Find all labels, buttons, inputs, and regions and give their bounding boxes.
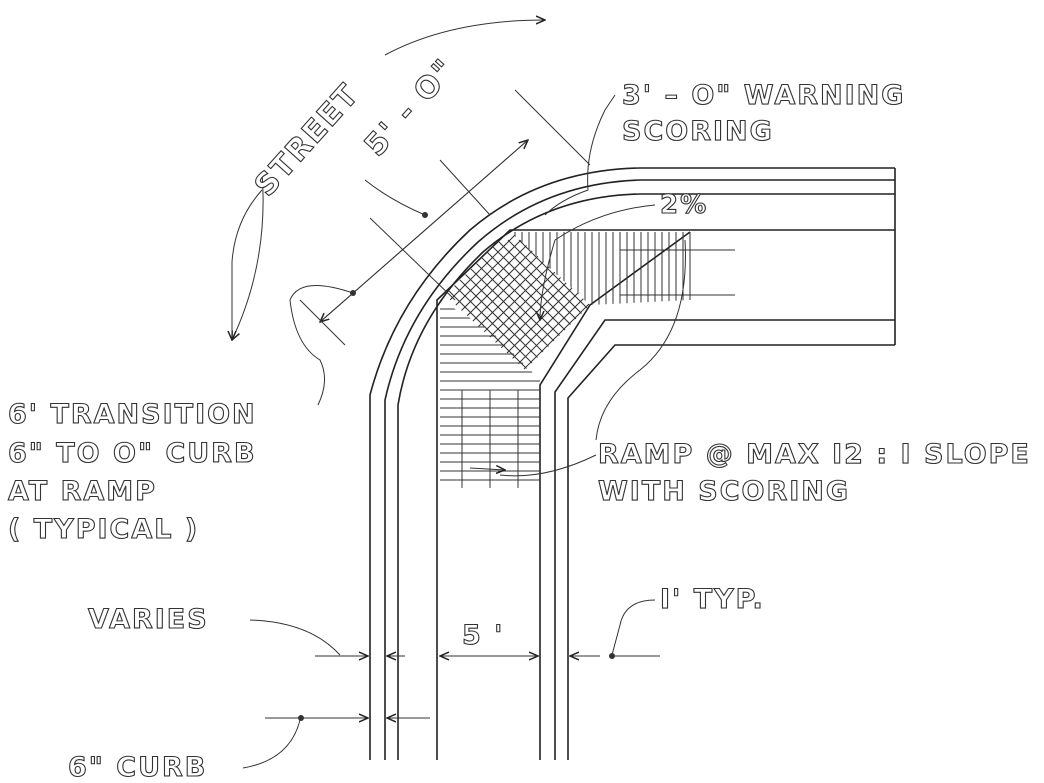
warning-scoring-line [445, 230, 590, 370]
label-typical-1ft: I' TYP. [660, 584, 765, 615]
warning-scoring-line [485, 239, 590, 370]
warning-scoring-line [445, 230, 538, 370]
label-6in-curb: 6" CURB [68, 752, 207, 783]
label-transition-line4: ( TYPICAL ) [8, 514, 199, 545]
warning-scoring-line [445, 230, 590, 370]
label-transition-line3: AT RAMP [8, 476, 157, 507]
warning-scoring-line [507, 239, 590, 370]
warning-scoring-line [445, 239, 590, 370]
warning-scoring-line [445, 230, 472, 370]
bottom-dimensions [265, 656, 660, 718]
label-transition-line1: 6' TRANSITION [8, 399, 257, 430]
warning-scoring-line [474, 239, 590, 370]
street-direction-arrow [232, 20, 545, 340]
label-slope-2-percent: 2% [660, 190, 708, 220]
warning-scoring-line [445, 230, 571, 370]
warning-scoring-line [445, 239, 463, 370]
leaders [242, 94, 686, 769]
warning-scoring-line [445, 230, 527, 370]
warning-scoring-line [445, 230, 582, 370]
warning-scoring-line [445, 230, 590, 370]
label-warning-line2: SCORING [622, 116, 774, 147]
label-dimension-5-0: 5' - O" [358, 52, 463, 164]
dimension-5-0 [299, 89, 591, 346]
warning-scoring-line [450, 230, 590, 370]
warning-scoring-line [538, 230, 590, 370]
warning-scoring-line [445, 230, 590, 370]
warning-scoring-line [461, 230, 590, 370]
warning-scoring-line [445, 230, 483, 370]
warning-scoring-line [445, 230, 590, 370]
warning-scoring-line [594, 180, 834, 420]
label-dimension-5: 5 ' [462, 620, 504, 651]
warning-scoring-line [445, 230, 516, 370]
warning-scoring-line [445, 230, 560, 370]
label-street: STREET [248, 77, 367, 203]
warning-scoring-line [445, 230, 590, 370]
warning-scoring-line [496, 239, 590, 370]
east-ramp-extra-lines [620, 232, 735, 300]
warning-scoring-line [518, 239, 590, 370]
warning-scoring-line [445, 230, 590, 370]
label-varies: VARIES [88, 604, 209, 635]
warning-scoring-line [445, 230, 590, 370]
label-ramp-line1: RAMP @ MAX I2 : I SLOPE [598, 439, 1031, 470]
warning-scoring-line [445, 230, 590, 370]
label-warning-line1: 3' – O" WARNING [622, 80, 905, 111]
label-ramp-line2: WITH SCORING [598, 476, 850, 507]
warning-scoring-line [505, 230, 590, 370]
warning-scoring-line [516, 230, 590, 370]
label-transition-line2: 6" TO O" CURB [8, 438, 257, 469]
warning-scoring-line [616, 180, 856, 420]
